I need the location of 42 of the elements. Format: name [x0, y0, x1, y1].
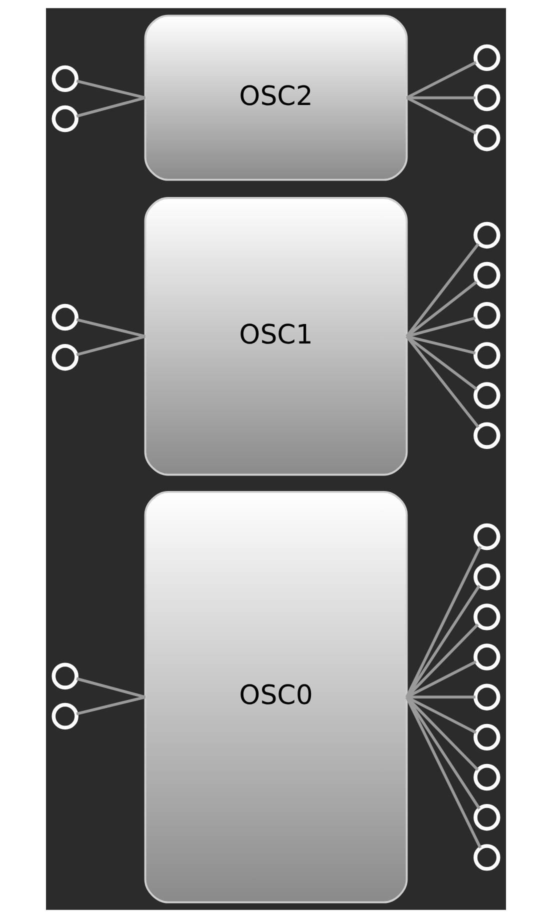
connector — [405, 584, 480, 698]
node-circle — [473, 222, 500, 249]
connector — [76, 80, 146, 100]
connector — [405, 335, 479, 428]
connector — [406, 96, 475, 100]
node-circle — [473, 724, 500, 751]
connector — [404, 696, 482, 849]
node-circle — [473, 382, 500, 409]
node-circle — [51, 105, 78, 132]
node-circle — [473, 523, 500, 550]
node-circle — [51, 344, 78, 371]
node-circle — [473, 302, 500, 329]
connector — [405, 696, 480, 810]
node-circle — [473, 124, 500, 152]
node-circle — [473, 684, 500, 710]
node-circle — [473, 262, 500, 289]
node-circle — [473, 764, 500, 791]
node-box: OSC1 — [144, 197, 408, 476]
connector — [405, 242, 479, 338]
connector — [406, 61, 476, 100]
node-circle — [51, 702, 78, 730]
node-circle — [473, 844, 500, 871]
node-circle — [51, 304, 78, 331]
connector — [76, 96, 146, 118]
node-circle — [473, 84, 500, 112]
connector — [76, 677, 146, 698]
node-circle — [473, 644, 500, 670]
node-circle — [473, 604, 500, 630]
connector — [76, 696, 146, 716]
node-box: OSC0 — [144, 490, 408, 904]
node-circle — [473, 422, 500, 449]
node-box: OSC2 — [144, 14, 408, 181]
connector — [404, 546, 482, 698]
node-circle — [473, 804, 500, 831]
node-circle — [51, 662, 78, 690]
connector — [76, 334, 146, 356]
node-circle — [473, 564, 500, 590]
node-circle — [473, 342, 500, 369]
connector — [406, 96, 476, 135]
node-circle — [473, 44, 500, 72]
connector — [76, 318, 146, 338]
node-circle — [51, 65, 78, 92]
